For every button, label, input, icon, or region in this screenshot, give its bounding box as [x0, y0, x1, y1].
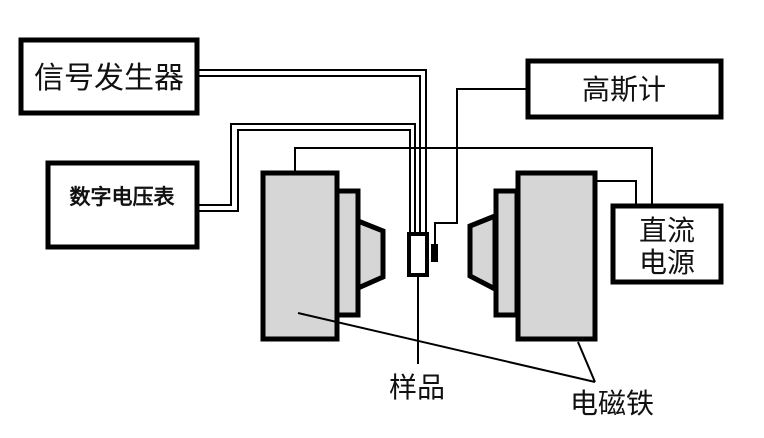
electromagnet-label: 电磁铁 [570, 387, 654, 420]
digital-voltmeter-box [45, 160, 200, 250]
dc-supply-wire-right [596, 180, 637, 206]
left-pole-piece [334, 188, 361, 318]
voltmeter-wire-b [199, 129, 411, 234]
signal-generator-box [18, 37, 200, 116]
voltmeter-wire [199, 123, 416, 234]
signal-generator: 信号发生器 [18, 37, 200, 116]
signal-wire-a [199, 69, 427, 234]
dc-power-supply-label-2: 电源 [639, 246, 695, 279]
electromagnet-right [467, 170, 598, 342]
dc-supply-wire-left [294, 147, 653, 206]
left-yoke [260, 170, 340, 342]
gaussmeter: 高斯计 [525, 58, 724, 120]
right-pole-tip [467, 212, 498, 294]
dc-power-supply: 直流 电源 [610, 203, 724, 285]
right-yoke [515, 170, 598, 342]
electromagnet-leader-left [297, 312, 596, 383]
electromagnet-left [260, 170, 386, 342]
signal-wire [199, 69, 427, 234]
digital-voltmeter: 数字电压表 [45, 160, 200, 250]
left-pole-tip [355, 217, 386, 292]
voltmeter-wire-a [199, 123, 416, 234]
gaussmeter-box [525, 58, 724, 120]
dc-power-supply-label-1: 直流 [639, 214, 695, 247]
sample [407, 232, 429, 277]
signal-generator-label: 信号发生器 [34, 61, 184, 96]
electromagnet-leader-right [577, 341, 596, 383]
hall-probe [431, 244, 438, 262]
signal-wire-b [199, 75, 421, 234]
gaussmeter-wire [434, 88, 527, 244]
gaussmeter-label: 高斯计 [582, 73, 666, 106]
dc-power-supply-box [610, 203, 724, 285]
sample-label: 样品 [389, 371, 445, 404]
digital-voltmeter-label: 数字电压表 [70, 185, 176, 209]
right-pole-piece [493, 188, 520, 318]
